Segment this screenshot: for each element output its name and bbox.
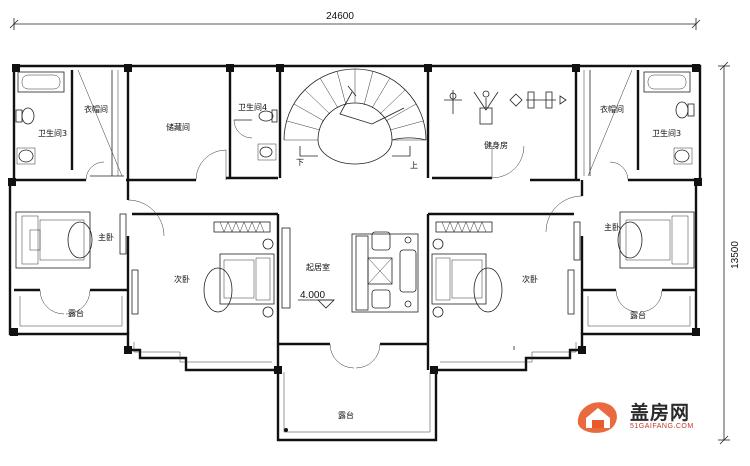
room-label-terrace-left: 露台 xyxy=(68,308,84,318)
room-label-storage: 储藏间 xyxy=(166,122,190,132)
room-label-master-left: 主卧 xyxy=(98,232,114,242)
room-label-terrace-bottom: 露台 xyxy=(338,410,354,420)
room-label-gym: 健身房 xyxy=(484,140,508,150)
bed-left-second xyxy=(131,221,291,318)
room-label-second-right: 次卧 xyxy=(522,274,538,284)
room-label-terrace-right: 露台 xyxy=(630,310,646,320)
room-label-bath-mid: 卫生间4 xyxy=(238,102,267,112)
bed-right-master xyxy=(617,211,695,269)
wardrobe-right-rails xyxy=(583,69,633,177)
wardrobe-left-rails xyxy=(77,69,124,177)
watermark-url: 51GAIFANG.COM xyxy=(630,423,694,430)
bed-right-second xyxy=(431,221,581,318)
gym-equipment xyxy=(444,90,567,125)
bath-right-fixtures xyxy=(643,71,695,165)
room-label-second-left: 次卧 xyxy=(174,274,190,284)
spiral-stair: 下 上 xyxy=(283,68,427,170)
room-label-bath-right: 卫生间3 xyxy=(652,128,681,138)
stair-up-label: 上 xyxy=(410,161,418,170)
bath-left-fixtures xyxy=(15,71,65,165)
room-label-wardrobe-left: 衣帽间 xyxy=(84,104,108,114)
bed-left-master xyxy=(15,211,93,269)
room-labels: 衣帽间 衣帽间 卫生间3 卫生间3 卫生间4 储藏间 健身房 主卧 主卧 次卧 … xyxy=(38,102,681,420)
interior-walls xyxy=(14,66,696,370)
wardrobe-bench-left xyxy=(119,213,127,255)
bath-mid-fixtures xyxy=(233,109,278,161)
post-mark xyxy=(284,428,288,432)
depth-dimension-label: 13500 xyxy=(730,241,741,269)
room-label-bath-left: 卫生间3 xyxy=(38,128,67,138)
room-label-living: 起居室 xyxy=(306,262,330,272)
elevation-marker: 4.000 xyxy=(298,290,335,309)
watermark-logo-icon xyxy=(577,402,617,433)
terrace-lines xyxy=(19,296,691,433)
doors xyxy=(39,145,663,369)
elevation-label: 4.000 xyxy=(300,290,325,301)
room-label-wardrobe-right: 衣帽间 xyxy=(600,104,624,114)
width-dimension-label: 24600 xyxy=(326,11,354,22)
sofa-set xyxy=(351,231,419,313)
dimension-top: 24600 xyxy=(9,11,701,30)
dimension-right: 13500 xyxy=(718,61,741,445)
watermark-name: 盖房网 xyxy=(630,402,691,424)
stair-down-label: 下 xyxy=(296,158,304,167)
room-label-master-right: 主卧 xyxy=(604,222,620,232)
